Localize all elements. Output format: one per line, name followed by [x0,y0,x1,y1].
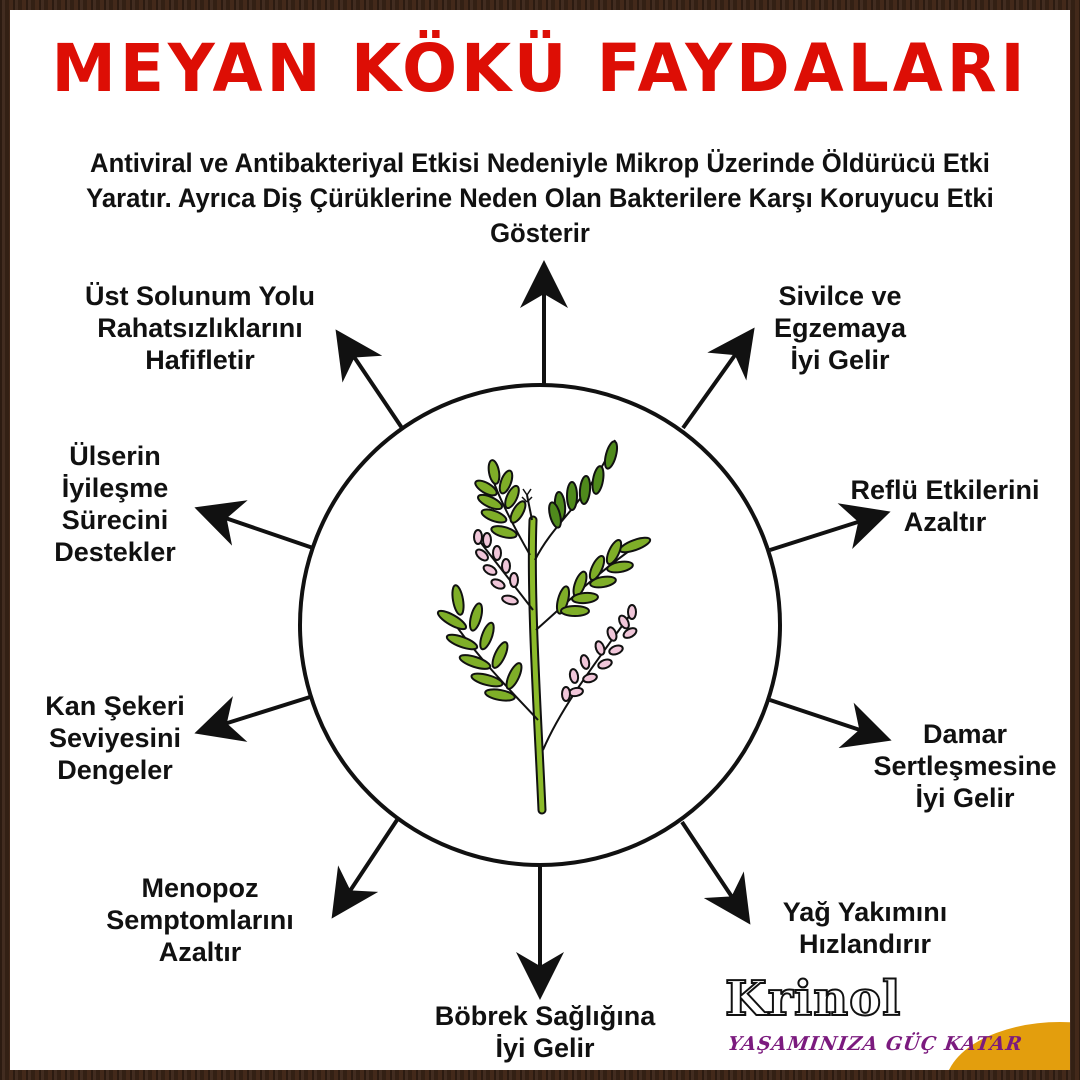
arrow-up-left [335,329,404,430]
benefit-ust-solunum: Üst Solunum Yolu Rahatsızlıklarını Hafif… [84,281,315,375]
arrow-up-right [681,327,755,430]
arrow-left-upper [194,500,314,550]
benefit-damar: Damar Sertleşmesine İyi Gelir [873,719,1057,813]
benefit-sivilce-egzema: Sivilce ve Egzemaya İyi Gelir [773,281,907,375]
arrow-right-upper [769,503,891,552]
arrow-left-lower [194,695,311,742]
benefit-ulser: Ülserin İyileşme Sürecini Destekler [54,441,176,567]
krinol-logo: Krinol YAŞAMINIZA GÜÇ KATAR [720,975,1070,1070]
benefit-kan-sekeri: Kan Şekeri Seviyesini Dengeler [45,691,185,785]
benefit-reflu: Reflü Etkilerini Azaltır [850,475,1040,537]
arrow-down-left [331,818,399,919]
benefit-menopoz: Menopoz Semptomlarını Azaltır [106,873,294,967]
licorice-plant-icon [436,439,652,815]
benefit-yag-yakimi: Yağ Yakımını Hızlandırır [782,897,948,959]
intro-benefit-antiviral: Antiviral ve Antibakteriyal Etkisi Neden… [86,148,994,248]
page-title: MEYAN KÖKÜ FAYDALARI [51,30,1029,107]
arrow-right-lower [769,698,892,749]
arrow-down-right [680,820,751,925]
logo-brand-name: Krinol [724,975,902,1027]
logo-slogan: YAŞAMINIZA GÜÇ KATAR [726,1033,1025,1055]
arrows [194,260,892,1000]
benefit-bobrek: Böbrek Sağlığına İyi Gelir [434,1001,656,1063]
